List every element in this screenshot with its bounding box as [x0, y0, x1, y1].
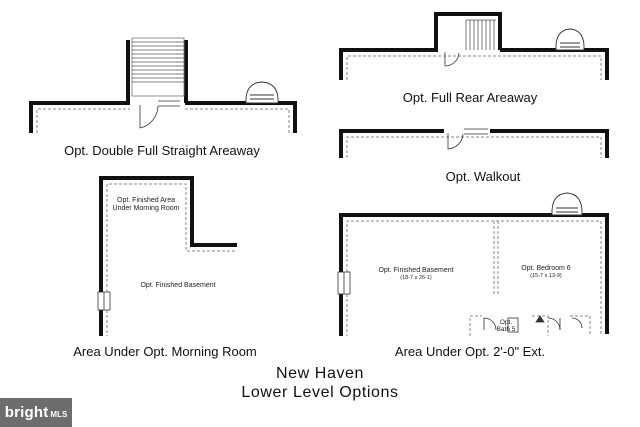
extension-basement-dims: (18-7 x 26-1) — [400, 275, 432, 282]
window — [337, 271, 351, 295]
extension-basement-name: Opt. Finished Basement — [378, 267, 454, 274]
door-swing — [139, 100, 180, 129]
exterior-wall — [339, 12, 609, 80]
extension-basement-label: Opt. Finished Basement (18-7 x 26-1) — [378, 267, 453, 281]
window — [97, 291, 111, 311]
areaway-stairs — [465, 19, 496, 50]
morning-room-plan — [97, 176, 237, 336]
double-straight-areaway-caption: Opt. Double Full Straight Areaway — [64, 143, 260, 158]
title-line2: Lower Level Options — [241, 384, 399, 401]
finished-area-label: Opt. Finished Area Under Morning Room — [113, 197, 180, 213]
bath-door-swings — [483, 317, 583, 331]
interior-dashed-outline — [106, 183, 237, 336]
morning-room-basement-label: Opt. Finished Basement — [140, 282, 216, 289]
exterior-wall — [339, 213, 609, 336]
bath-fixtures — [507, 315, 545, 333]
extension-plan — [337, 192, 609, 336]
bedroom-dims: (15-7 x 13-9) — [530, 273, 562, 280]
interior-dashed-outline — [36, 108, 290, 133]
bedroom-label: Opt. Bedroom 6 (15-7 x 13-9) — [521, 265, 570, 279]
extension-caption: Area Under Opt. 2'-0" Ext. — [394, 344, 546, 359]
door-swing — [447, 128, 488, 150]
watermark-suffix: MLS — [50, 409, 68, 419]
bedroom-name: Opt. Bedroom 6 — [521, 265, 571, 272]
full-rear-areaway-caption: Opt. Full Rear Areaway — [402, 90, 538, 105]
title-line1: New Haven — [275, 365, 365, 382]
bath-line1: Opt. — [499, 319, 513, 326]
walkout-caption: Opt. Walkout — [445, 169, 521, 184]
window-well — [551, 192, 583, 216]
exterior-wall — [29, 40, 297, 133]
morning-room-caption: Area Under Opt. Morning Room — [73, 344, 257, 359]
watermark-brand: bright — [4, 404, 49, 421]
bath-label: Opt. Bath 5 — [497, 319, 516, 334]
full-rear-areaway-plan — [339, 12, 609, 80]
interior-dashed-outline — [346, 220, 602, 336]
walkout-plan — [339, 128, 609, 158]
interior-dashed-outline — [346, 55, 602, 80]
window-well — [555, 28, 585, 51]
door-swing — [444, 52, 460, 67]
interior-dashed-outline — [346, 136, 602, 158]
double-straight-areaway-plan — [29, 37, 297, 133]
bath-line2: Bath 5 — [496, 326, 516, 334]
window-well — [245, 81, 279, 104]
exterior-wall — [99, 176, 237, 336]
areaway-stairs — [131, 37, 185, 97]
brightmls-watermark: bright MLS — [0, 398, 72, 427]
finished-area-line1: Opt. Finished Area — [117, 197, 175, 204]
exterior-wall — [339, 129, 609, 158]
finished-area-line2: Under Morning Room — [112, 205, 180, 213]
